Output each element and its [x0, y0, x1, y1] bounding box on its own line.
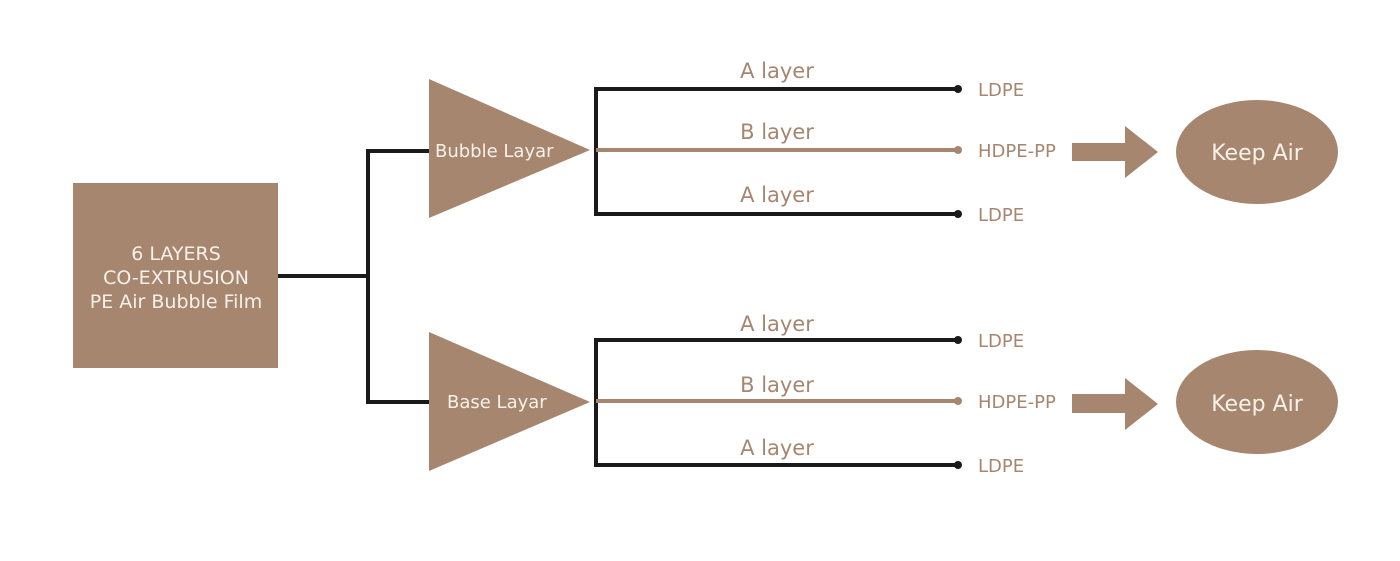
layer-name: A layer [740, 59, 814, 83]
group-label: Base Layar [447, 392, 547, 413]
root-text-line-2: CO-EXTRUSION [103, 267, 249, 289]
layer-end-dot [954, 397, 962, 405]
result-ellipse [1176, 100, 1338, 204]
material-label: HDPE-PP [978, 392, 1056, 413]
group-base-layer: Base Layar A layer B layer A layer LDPE … [429, 312, 1338, 477]
layer-end-dot [954, 210, 962, 218]
arrow-right-icon [1072, 126, 1158, 178]
layer-end-dot [954, 336, 962, 344]
layer-name: B layer [740, 120, 814, 144]
layer-end-dot [954, 146, 962, 154]
material-label: LDPE [978, 80, 1024, 101]
material-label: HDPE-PP [978, 141, 1056, 162]
group-bubble-layer: Bubble Layar A layer B layer A layer LDP… [429, 59, 1338, 226]
result-ellipse [1176, 350, 1338, 454]
root-text-line-1: 6 LAYERS [131, 243, 221, 265]
material-label: LDPE [978, 205, 1024, 226]
layer-end-dot [954, 461, 962, 469]
root-box [73, 183, 278, 368]
root-text-line-3: PE Air Bubble Film [90, 291, 262, 313]
layer-name: B layer [740, 373, 814, 397]
result-label: Keep Air [1211, 141, 1304, 166]
material-label: LDPE [978, 331, 1024, 352]
layer-name: A layer [740, 436, 814, 460]
layer-end-dot [954, 85, 962, 93]
layer-name: A layer [740, 183, 814, 207]
group-triangle [429, 79, 590, 218]
group-label: Bubble Layar [435, 141, 554, 162]
result-label: Keep Air [1211, 392, 1304, 417]
arrow-right-icon [1072, 378, 1158, 430]
layer-name: A layer [740, 312, 814, 336]
material-label: LDPE [978, 456, 1024, 477]
group-triangle [429, 332, 590, 471]
